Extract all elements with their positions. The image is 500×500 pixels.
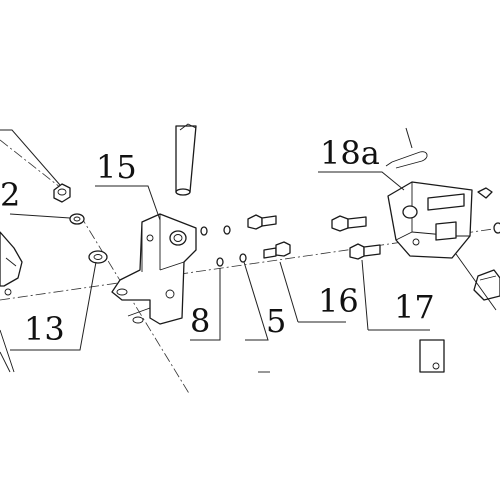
bolts-part-16 bbox=[247, 214, 291, 259]
callout-13: 13 bbox=[24, 310, 65, 348]
pivot-rod bbox=[175, 123, 197, 196]
callout-8: 8 bbox=[190, 302, 210, 340]
right-partial-parts bbox=[455, 187, 500, 311]
washers-part-5 bbox=[223, 225, 247, 263]
washers-part-8 bbox=[200, 226, 224, 267]
bracket-part-15 bbox=[111, 213, 197, 325]
bolts-part-17 bbox=[331, 215, 381, 260]
callout-17: 17 bbox=[394, 288, 435, 326]
bracket-part-18a bbox=[387, 181, 473, 259]
washer-part-13 bbox=[88, 250, 108, 264]
mount-plate bbox=[419, 339, 445, 373]
nut-part-2 bbox=[53, 183, 71, 203]
callout-5: 5 bbox=[266, 302, 286, 340]
leader-lines bbox=[0, 127, 430, 351]
washer-part-2 bbox=[69, 213, 85, 225]
callout-15: 15 bbox=[96, 148, 137, 186]
left-partial-bracket bbox=[0, 231, 23, 373]
callout-18a: 18a bbox=[320, 134, 380, 172]
callout-16: 16 bbox=[318, 282, 359, 320]
cotter-pin-part-18a bbox=[385, 151, 428, 169]
callout-2: 2 bbox=[0, 176, 20, 214]
